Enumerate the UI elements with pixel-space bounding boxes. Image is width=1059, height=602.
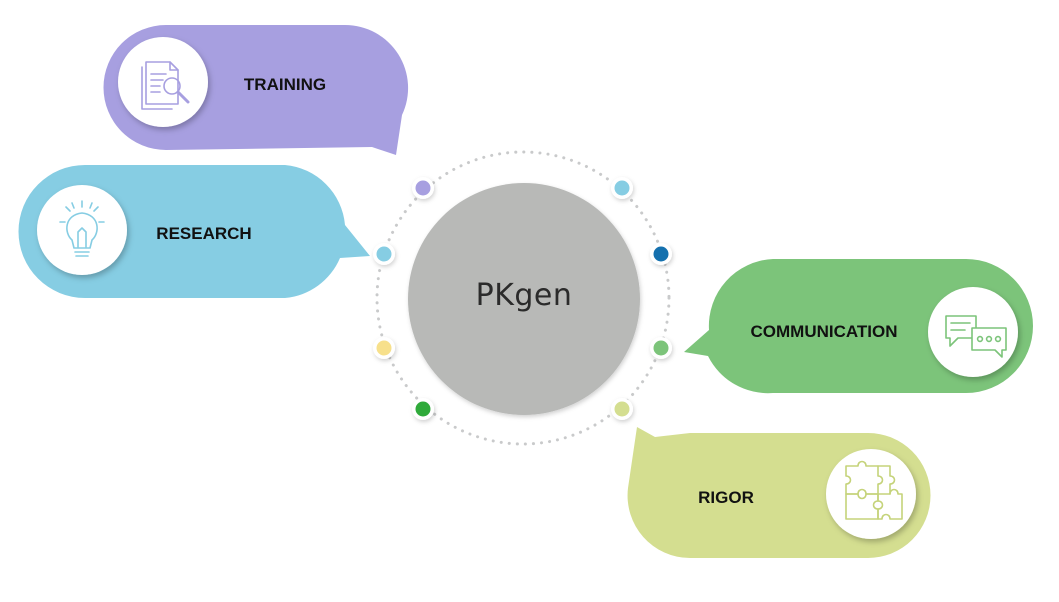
ring-nodes (373, 177, 672, 420)
ring-node (650, 337, 672, 359)
ring-node (611, 177, 633, 199)
center-label: PKgen (476, 278, 573, 313)
rigor-label: RIGOR (698, 488, 754, 507)
chat-bubbles-icon (945, 315, 1007, 358)
puzzle-icon (845, 460, 903, 520)
research-icon-circle (37, 185, 127, 275)
branch-rigor: RIGOR (627, 427, 931, 558)
document-search-icon (141, 61, 190, 110)
node-dot (415, 401, 431, 417)
node-dot (653, 340, 669, 356)
ring-node (650, 243, 672, 265)
ring-node (412, 177, 434, 199)
research-label: RESEARCH (156, 224, 251, 243)
node-dot (415, 180, 431, 196)
communication-label: COMMUNICATION (751, 322, 898, 341)
branch-communication: COMMUNICATION (684, 259, 1033, 394)
lightbulb-icon (59, 200, 105, 257)
node-dot (376, 246, 392, 262)
ring-node (611, 398, 633, 420)
dotted-ring (375, 150, 671, 446)
node-dot (376, 340, 392, 356)
ring-node (412, 398, 434, 420)
branch-training: TRAINING (103, 24, 409, 155)
node-dot (653, 246, 669, 262)
node-dot (614, 401, 630, 417)
training-label: TRAINING (244, 75, 326, 94)
ring-node (373, 337, 395, 359)
branch-research: RESEARCH (18, 165, 370, 298)
training-icon-circle (118, 37, 208, 127)
node-dot (614, 180, 630, 196)
center-circle (408, 183, 640, 415)
ring-node (373, 243, 395, 265)
